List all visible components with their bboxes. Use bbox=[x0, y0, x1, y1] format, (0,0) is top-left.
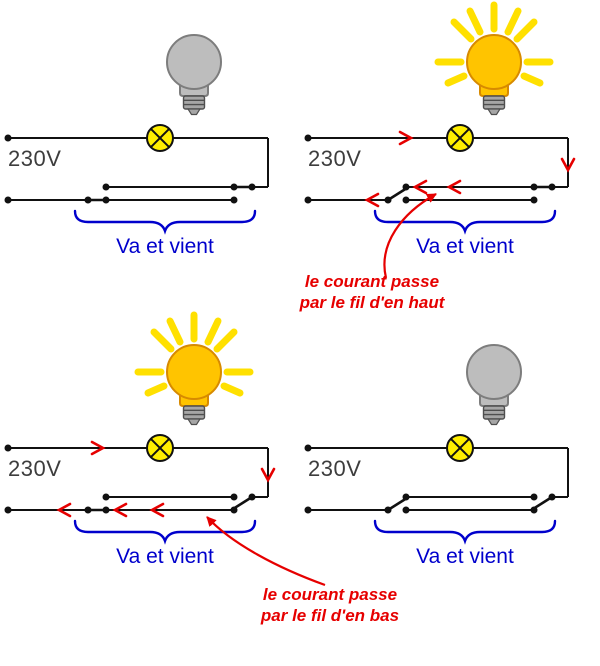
annotation-line-2: par le fil d'en haut bbox=[299, 293, 445, 312]
annotation-pointer-bottom bbox=[206, 516, 326, 587]
circuit-base bbox=[3, 433, 270, 543]
bulb-off-icon bbox=[166, 34, 222, 116]
bulb-on-icon bbox=[138, 315, 250, 425]
voltage-label-bottom-left: 230V bbox=[8, 456, 62, 481]
voltage-label-top-left: 230V bbox=[8, 146, 62, 171]
circuit-base bbox=[303, 433, 570, 543]
right-switch-lever bbox=[531, 495, 554, 511]
circuit-base bbox=[303, 123, 570, 233]
bulb-on-icon bbox=[438, 5, 550, 115]
voltage-label-bottom-right: 230V bbox=[308, 456, 362, 481]
left-switch-lever bbox=[386, 186, 409, 202]
circuit-bottom-right bbox=[303, 344, 570, 543]
circuit-top-left bbox=[3, 34, 270, 233]
right-switch-lever bbox=[231, 495, 254, 511]
annotation-line-1: le courant passe bbox=[304, 272, 440, 291]
va-et-vient-label-bottom-left: Va et vient bbox=[116, 545, 214, 568]
va-et-vient-label-top-left: Va et vient bbox=[116, 235, 214, 258]
annotation-line-1: le courant passe bbox=[262, 585, 398, 604]
left-switch-lever bbox=[386, 496, 409, 512]
circuit-bottom-left bbox=[3, 315, 276, 543]
annotation-pointer-top bbox=[383, 193, 437, 279]
circuit-base bbox=[3, 123, 270, 233]
annotation-line-2: par le fil d'en bas bbox=[260, 606, 400, 625]
va-et-vient-label-top-right: Va et vient bbox=[416, 235, 514, 258]
annotation-top-right: le courant passe par le fil d'en haut bbox=[257, 271, 487, 313]
bulb-off-icon bbox=[466, 344, 522, 426]
annotation-bottom-left: le courant passe par le fil d'en bas bbox=[215, 584, 445, 626]
va-et-vient-label-bottom-right: Va et vient bbox=[416, 545, 514, 568]
voltage-label-top-right: 230V bbox=[308, 146, 362, 171]
circuit-top-right bbox=[303, 5, 576, 233]
